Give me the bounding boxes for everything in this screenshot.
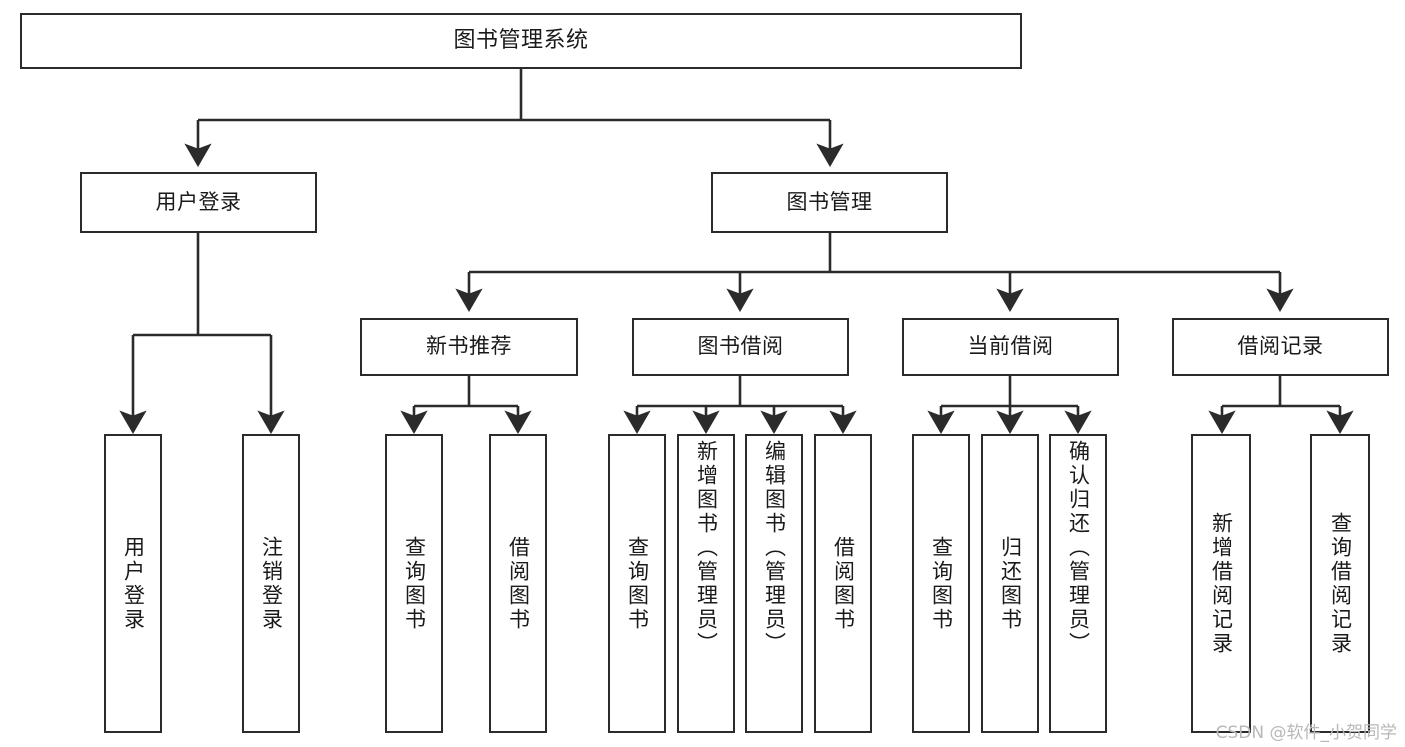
leaf-user-login-label: 用户登录 (121, 535, 146, 632)
leaf-logout-login[interactable]: 注销登录 (242, 434, 300, 733)
leaf-return-book[interactable]: 归还图书 (981, 434, 1039, 733)
leaf-edit-book-admin-label: 编辑图书（管理员） (762, 440, 787, 656)
node-current-borrow[interactable]: 当前借阅 (902, 318, 1119, 376)
leaf-add-book-admin[interactable]: 新增图书（管理员） (677, 434, 735, 733)
leaf-query-book-1[interactable]: 查询图书 (385, 434, 443, 733)
leaf-confirm-return-admin-label: 确认归还（管理员） (1066, 440, 1091, 656)
leaf-logout-login-label: 注销登录 (259, 535, 284, 632)
leaf-query-borrow-record[interactable]: 查询借阅记录 (1310, 434, 1370, 733)
leaf-query-book-1-label: 查询图书 (402, 535, 427, 632)
node-book-borrow[interactable]: 图书借阅 (632, 318, 849, 376)
node-new-book-recommend[interactable]: 新书推荐 (360, 318, 578, 376)
leaf-borrow-book-1-label: 借阅图书 (506, 535, 531, 632)
node-root-label: 图书管理系统 (453, 27, 589, 53)
leaf-borrow-book-1[interactable]: 借阅图书 (489, 434, 547, 733)
node-borrow-record[interactable]: 借阅记录 (1172, 318, 1389, 376)
leaf-user-login[interactable]: 用户登录 (104, 434, 162, 733)
leaf-add-book-admin-label: 新增图书（管理员） (694, 440, 719, 656)
leaf-return-book-label: 归还图书 (998, 535, 1023, 632)
node-borrow-record-label: 借阅记录 (1237, 334, 1324, 359)
node-user-login-label: 用户登录 (155, 189, 242, 214)
leaf-borrow-book-2-label: 借阅图书 (831, 535, 856, 632)
node-root-book-management-system[interactable]: 图书管理系统 (20, 13, 1022, 69)
node-current-borrow-label: 当前借阅 (967, 334, 1054, 359)
leaf-add-borrow-record[interactable]: 新增借阅记录 (1191, 434, 1251, 733)
leaf-query-book-2-label: 查询图书 (625, 535, 650, 632)
leaf-borrow-book-2[interactable]: 借阅图书 (814, 434, 872, 733)
leaf-query-borrow-record-label: 查询借阅记录 (1328, 511, 1353, 656)
leaf-query-book-3-label: 查询图书 (929, 535, 954, 632)
node-user-login[interactable]: 用户登录 (80, 172, 317, 233)
leaf-edit-book-admin[interactable]: 编辑图书（管理员） (745, 434, 803, 733)
node-new-book-recommend-label: 新书推荐 (426, 334, 512, 359)
node-book-manage[interactable]: 图书管理 (711, 172, 948, 233)
leaf-confirm-return-admin[interactable]: 确认归还（管理员） (1049, 434, 1107, 733)
node-book-manage-label: 图书管理 (786, 189, 873, 214)
leaf-add-borrow-record-label: 新增借阅记录 (1209, 511, 1234, 656)
node-book-borrow-label: 图书借阅 (697, 334, 784, 359)
leaf-query-book-2[interactable]: 查询图书 (608, 434, 666, 733)
watermark-text: CSDN @软件_小贺同学 (1215, 723, 1397, 743)
leaf-query-book-3[interactable]: 查询图书 (912, 434, 970, 733)
